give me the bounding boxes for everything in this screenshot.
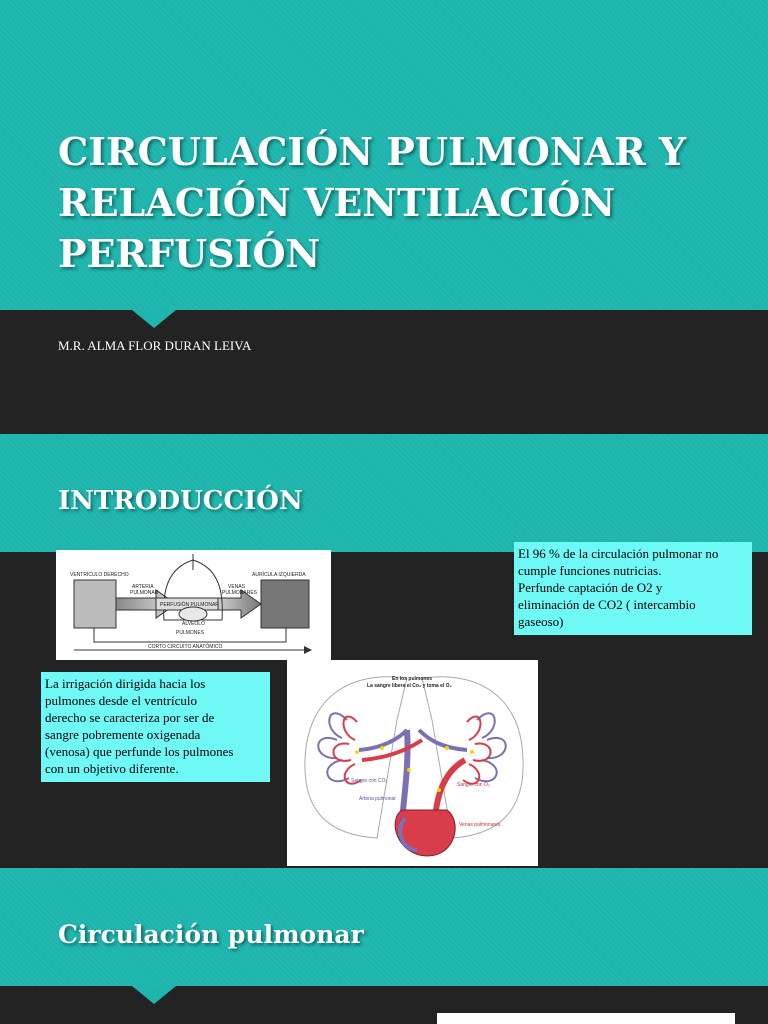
label-arteria-pulmonar: Arteria pulmonar <box>359 796 396 802</box>
diagram-label-pulmones: PULMONES <box>176 630 205 636</box>
diagram-label-ventriculo: VENTRÍCULO DERECHO <box>70 571 129 578</box>
section-slide-header <box>0 868 768 986</box>
diagram-label-arteria: PULMONAR <box>130 590 159 596</box>
header-notch <box>132 310 176 328</box>
circulation-flow-diagram: VENTRÍCULO DERECHO AURÍCULA IZQUIERDA AR… <box>56 550 331 660</box>
label-venas-pulmonares: Venas pulmonares <box>459 822 501 828</box>
intro-slide-header <box>0 434 768 552</box>
diagram-label-venas: VENAS <box>228 584 246 590</box>
illustration-top-label: En los pulmones <box>392 676 432 682</box>
diagram-label-auricula: AURÍCULA IZQUIERDA <box>252 571 306 578</box>
diagram-label-corto: CORTO CIRCUITO ANATÓMICO <box>148 643 222 650</box>
lung-circulation-illustration: En los pulmones La sangre libera el Co₂ … <box>287 660 538 866</box>
text-line: gaseoso) <box>518 614 564 629</box>
section-title: Circulación pulmonar <box>58 920 364 949</box>
title-line: RELACIÓN VENTILACIÓN <box>58 180 616 225</box>
diagram-label-alveolo: ALVEOLO <box>182 621 205 627</box>
text-line: Perfunde captación de O2 y <box>518 580 663 595</box>
illustration-top-label: La sangre libera el Co₂ y toma el O₂ <box>367 683 452 689</box>
text-line: El 96 % de la circulación pulmonar no <box>518 546 719 561</box>
intro-title: INTRODUCCIÓN <box>58 486 303 516</box>
label-sangre-co2: Sangre con CO₂ <box>351 778 387 784</box>
label-sangre-o2: Sangre con O₂ <box>457 782 490 788</box>
text-line: pulmones desde el ventrículo <box>45 693 197 708</box>
diagram-label-perfusion: PERFUSIÓN PULMONAR <box>160 601 219 608</box>
author-name: M.R. ALMA FLOR DURAN LEIVA <box>58 338 252 353</box>
title-slide-body <box>0 310 768 432</box>
text-line: La irrigación dirigida hacia los <box>45 676 206 691</box>
text-line: eliminación de CO2 ( intercambio <box>518 597 696 612</box>
text-line: sangre pobremente oxigenada <box>45 727 201 742</box>
text-line: derecho se caracteriza por ser de <box>45 710 215 725</box>
text-line: (venosa) que perfunde los pulmones <box>45 744 234 759</box>
intro-text-box-2: La irrigación dirigida hacia los pulmone… <box>41 672 270 782</box>
text-line: con un objetivo diferente. <box>45 761 179 776</box>
intro-text-box-1: El 96 % de la circulación pulmonar no cu… <box>514 542 752 635</box>
diagram-label-venas: PULMONARES <box>222 590 258 596</box>
diagram-label-arteria: ARTERIA <box>132 584 154 590</box>
title-line: CIRCULACIÓN PULMONAR Y <box>58 129 687 174</box>
section-notch <box>132 986 176 1004</box>
title-slide-header <box>0 0 768 310</box>
presentation-title: CIRCULACIÓN PULMONAR Y RELACIÓN VENTILAC… <box>58 126 686 279</box>
section-image-placeholder <box>437 1013 735 1024</box>
text-line: cumple funciones nutricias. <box>518 563 662 578</box>
title-line: PERFUSIÓN <box>58 231 321 276</box>
